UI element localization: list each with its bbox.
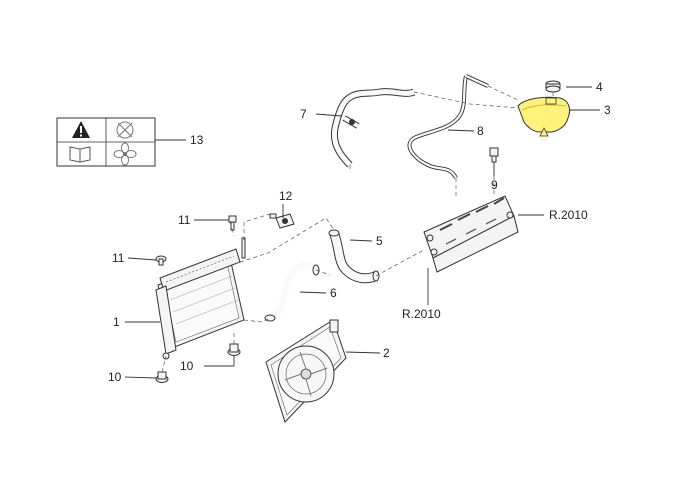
fan-icon — [113, 142, 137, 166]
rubber-mount-10-right[interactable] — [227, 343, 241, 356]
no-fan-touch-icon — [116, 121, 134, 139]
callout-10-left: 10 — [108, 370, 122, 384]
callout-8: 8 — [477, 124, 484, 138]
warning-label-13[interactable] — [56, 117, 156, 167]
bypass-pipe-8[interactable] — [407, 74, 489, 180]
callout-10-right: 10 — [180, 359, 194, 373]
lower-hose-6[interactable] — [264, 261, 320, 322]
manual-book-icon — [69, 146, 91, 163]
callout-4: 4 — [596, 80, 603, 94]
callout-1: 1 — [113, 315, 120, 329]
callout-2: 2 — [383, 346, 390, 360]
reference-r2010-top: R.2010 — [549, 208, 588, 222]
radiator-1[interactable] — [155, 237, 246, 360]
callout-11-left: 11 — [112, 251, 125, 265]
callout-9: 9 — [491, 178, 498, 192]
callout-13: 13 — [190, 133, 204, 147]
callout-5: 5 — [376, 234, 383, 248]
callout-6: 6 — [330, 286, 337, 300]
assembly-lines — [161, 85, 554, 373]
leader-lines — [124, 86, 600, 379]
callout-12: 12 — [279, 189, 293, 203]
warning-triangle-icon — [72, 121, 90, 138]
reference-r2010-bottom: R.2010 — [402, 307, 441, 321]
rubber-mount-10-left[interactable] — [155, 371, 169, 383]
fan-shroud-2[interactable] — [265, 319, 347, 423]
callout-11-upper: 11 — [178, 213, 191, 227]
hose-clip-9[interactable] — [489, 147, 499, 163]
upper-hose-5[interactable] — [328, 229, 380, 284]
callout-3: 3 — [604, 103, 611, 117]
filler-cap-4[interactable] — [545, 80, 561, 93]
hose-connector-12[interactable] — [269, 213, 295, 229]
engine-cylinder-head[interactable] — [423, 195, 519, 273]
callout-7: 7 — [300, 107, 307, 121]
expansion-tank-3[interactable] — [517, 96, 571, 137]
heater-hose-7[interactable] — [330, 88, 416, 168]
mount-bracket-11-left[interactable] — [155, 255, 167, 266]
